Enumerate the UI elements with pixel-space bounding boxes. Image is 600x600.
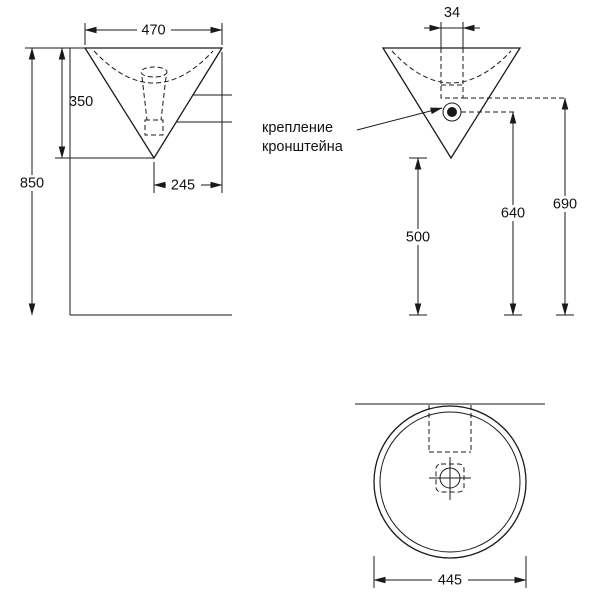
callout-line-1: крепление	[262, 120, 333, 136]
dim-hole-height-640: 640	[496, 111, 530, 316]
side-view: 34 крепление кронштейна 690 640	[262, 5, 582, 316]
dim-label-445: 445	[438, 573, 462, 589]
dim-cone-height-350: 350	[55, 47, 154, 159]
dim-tip-height-500: 500	[401, 157, 435, 316]
dim-label-470: 470	[141, 23, 165, 39]
basin-bowl-side	[391, 50, 512, 84]
dim-label-640: 640	[501, 206, 525, 222]
basin-rim-inner	[379, 411, 521, 553]
basin-rim-outer	[373, 405, 527, 559]
drain-trap-front	[144, 119, 164, 136]
dim-label-850: 850	[20, 176, 44, 192]
drain-opening-front	[140, 66, 168, 78]
callout-leader	[356, 107, 443, 131]
dim-label-350: 350	[69, 94, 93, 110]
dim-hole-spacing-34: 34	[424, 5, 480, 84]
bracket-plate	[440, 84, 464, 99]
front-view: 470 350 850 245	[15, 22, 232, 316]
top-view: 445	[355, 403, 545, 589]
dim-label-245: 245	[171, 178, 195, 194]
dim-diameter-445: 445	[373, 556, 527, 589]
basin-outline-front	[83, 47, 224, 160]
dim-bracket-height-690: 690	[548, 97, 582, 316]
basin-outline-side	[381, 47, 522, 160]
callout-bracket: крепление кронштейна	[262, 107, 443, 155]
dim-label-34: 34	[444, 5, 460, 21]
dim-label-500: 500	[406, 230, 430, 246]
bracket-outline-top	[428, 405, 472, 453]
dim-total-height-850: 850	[15, 47, 49, 316]
basin-bowl-front	[93, 50, 214, 84]
dim-width-470: 470	[84, 22, 223, 45]
dim-label-690: 690	[553, 197, 577, 213]
bracket-hole	[447, 107, 457, 117]
dim-apex-offset-245: 245	[153, 52, 223, 194]
callout-line-2: кронштейна	[262, 139, 344, 155]
